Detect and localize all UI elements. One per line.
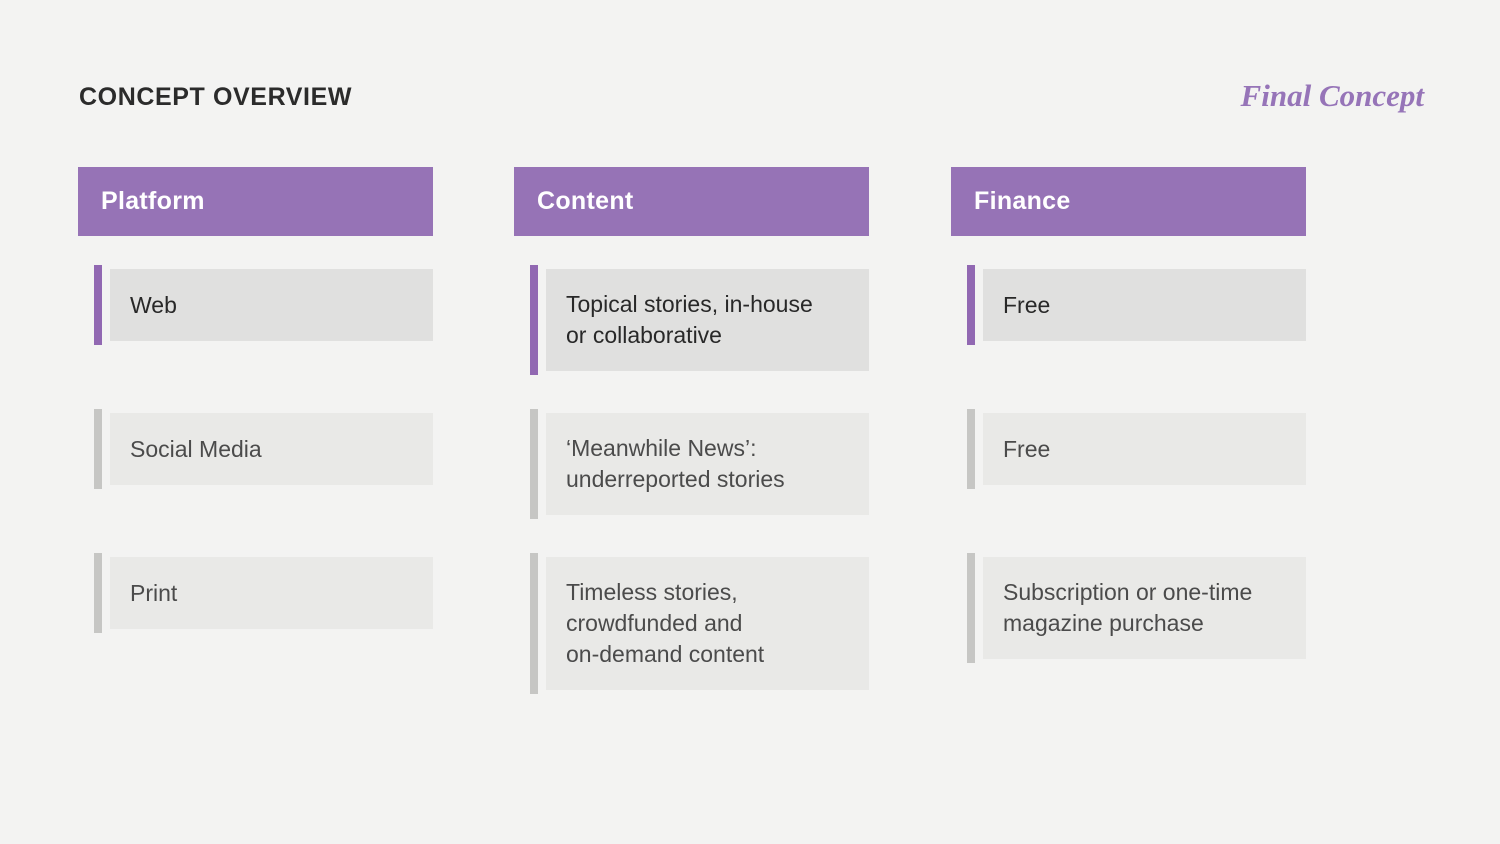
- table-row: Subscription or one-time magazine purcha…: [967, 553, 1306, 663]
- cell-text: Subscription or one-time magazine purcha…: [1003, 579, 1253, 636]
- column-finance: Finance Free Free Subscription or one-ti…: [951, 167, 1306, 727]
- accent-bar: [94, 553, 102, 633]
- cell-text: Timeless stories, crowdfunded and on-dem…: [566, 579, 765, 667]
- table-row: Topical stories, in-house or collaborati…: [530, 265, 869, 375]
- cell-finance-free-2: Free: [983, 413, 1306, 485]
- cell-finance-subscription: Subscription or one-time magazine purcha…: [983, 557, 1306, 659]
- accent-bar: [530, 265, 538, 375]
- table-row: Web: [94, 265, 433, 345]
- accent-bar: [967, 409, 975, 489]
- accent-bar: [94, 265, 102, 345]
- accent-bar: [530, 553, 538, 694]
- table-row: Free: [967, 265, 1306, 345]
- accent-bar: [94, 409, 102, 489]
- cell-platform-print: Print: [110, 557, 433, 629]
- cell-text: Topical stories, in-house or collaborati…: [566, 291, 813, 348]
- column-header-finance: Finance: [951, 167, 1306, 236]
- cell-text: Web: [130, 291, 177, 318]
- cell-content-meanwhile-news: ‘Meanwhile News’: underreported stories: [546, 413, 869, 515]
- cell-text: ‘Meanwhile News’: underreported stories: [566, 435, 785, 492]
- column-header-platform: Platform: [78, 167, 433, 236]
- column-platform: Platform Web Social Media Print: [78, 167, 433, 727]
- page-title: CONCEPT OVERVIEW: [79, 83, 353, 111]
- accent-bar: [967, 553, 975, 663]
- column-content: Content Topical stories, in-house or col…: [514, 167, 869, 727]
- cell-content-topical: Topical stories, in-house or collaborati…: [546, 269, 869, 371]
- table-row: Free: [967, 409, 1306, 489]
- cell-platform-social-media: Social Media: [110, 413, 433, 485]
- cell-text: Free: [1003, 291, 1051, 318]
- column-header-content: Content: [514, 167, 869, 236]
- cell-text: Social Media: [130, 435, 262, 462]
- final-concept-label: Final Concept: [1240, 78, 1424, 113]
- cell-text: Print: [130, 579, 178, 606]
- cell-text: Free: [1003, 435, 1051, 462]
- cell-content-timeless: Timeless stories, crowdfunded and on-dem…: [546, 557, 869, 690]
- table-row: Social Media: [94, 409, 433, 489]
- table-row: Print: [94, 553, 433, 633]
- table-row: Timeless stories, crowdfunded and on-dem…: [530, 553, 869, 694]
- table-row: ‘Meanwhile News’: underreported stories: [530, 409, 869, 519]
- cell-platform-web: Web: [110, 269, 433, 341]
- accent-bar: [530, 409, 538, 519]
- cell-finance-free-1: Free: [983, 269, 1306, 341]
- accent-bar: [967, 265, 975, 345]
